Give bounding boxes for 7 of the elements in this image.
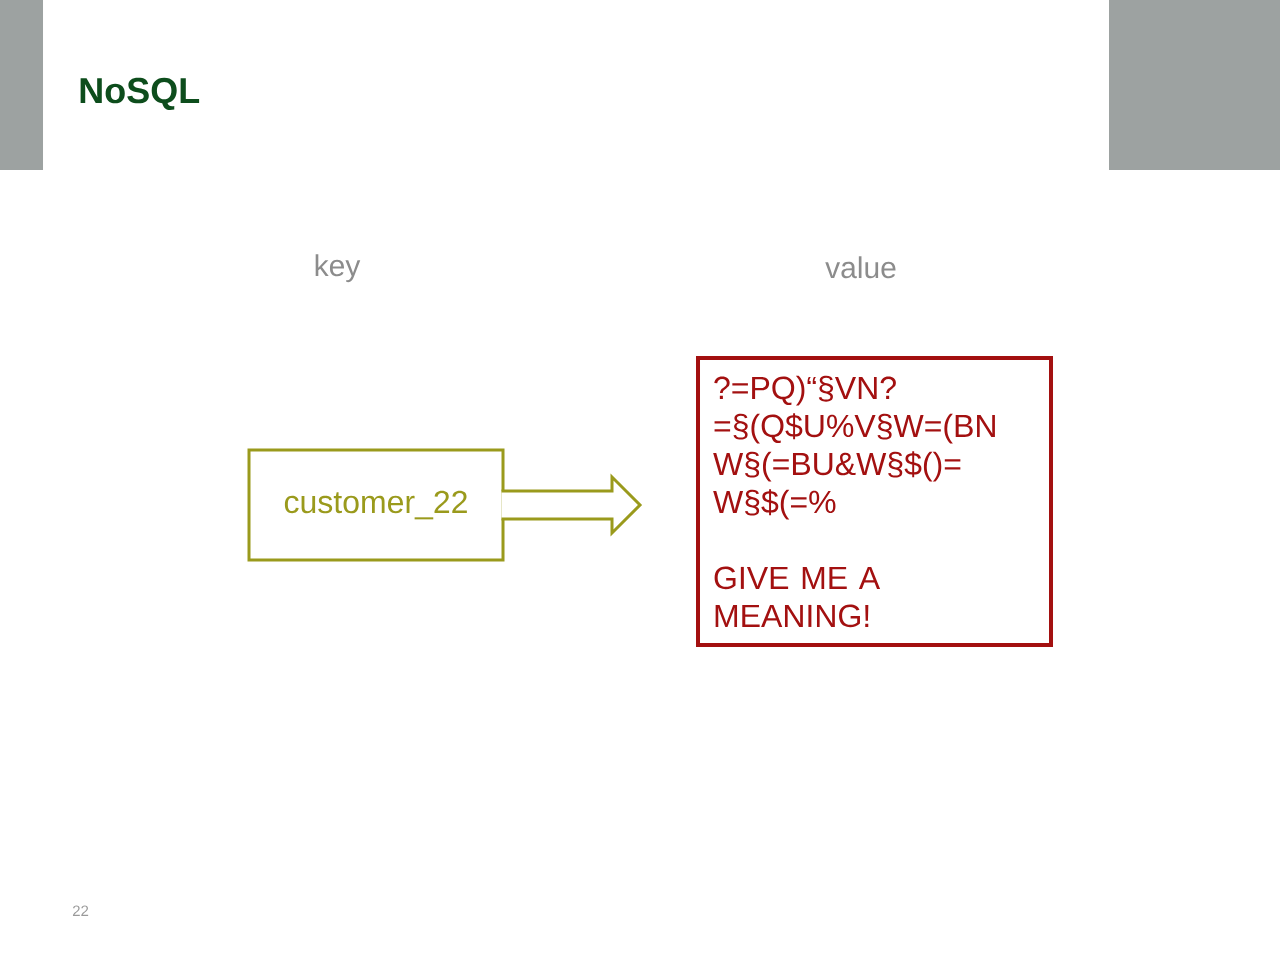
title: NoSQL [80,77,200,111]
block-arrow [500,473,643,537]
page-number: 22 [72,905,89,916]
text-box: ?=PQ)“§VN? =§(Q$U%V§W=(BN W§(=BU&W§$()= W§$(=% GIVE ME A MEANING! [696,356,1053,647]
column-heading: value [825,256,896,279]
column-heading: key [315,254,361,283]
text-box: customer_22 [247,448,505,562]
